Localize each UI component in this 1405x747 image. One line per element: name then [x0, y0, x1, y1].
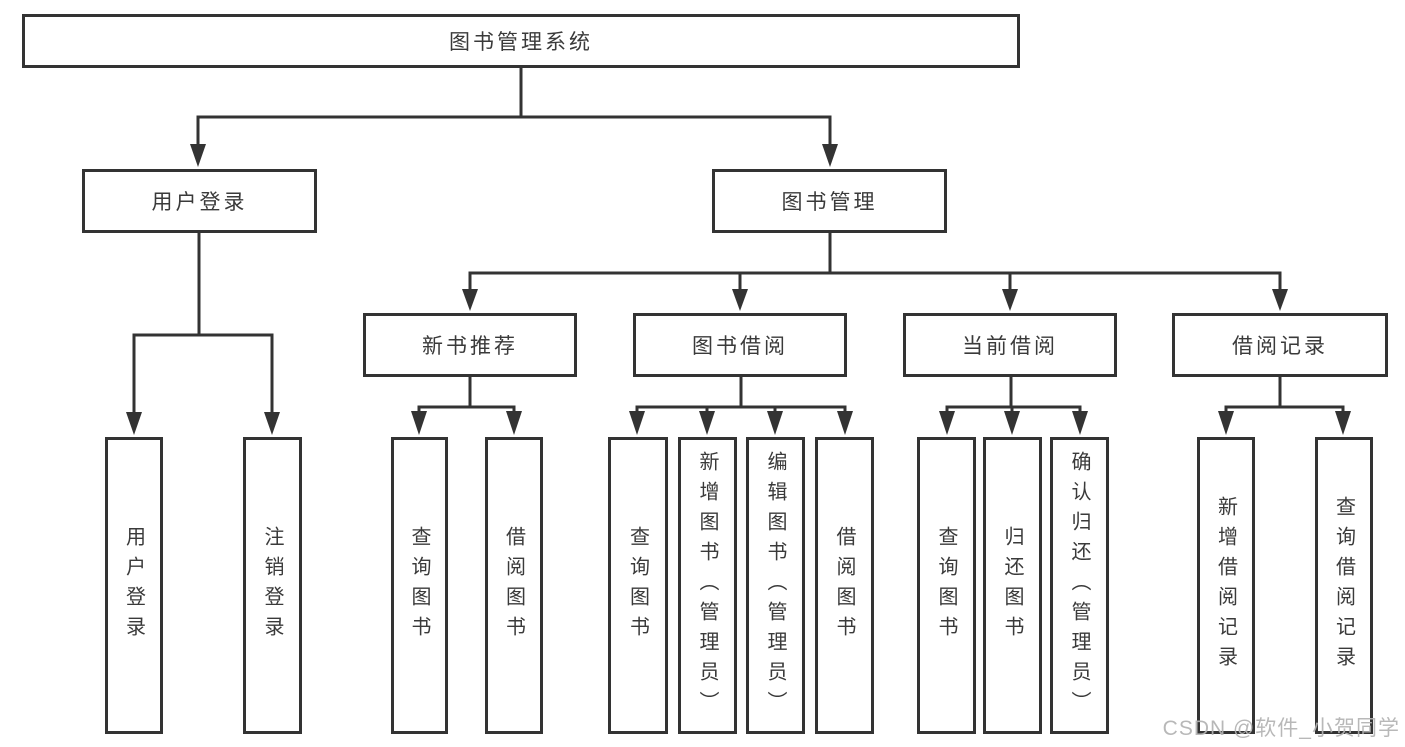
connector-user-login-to-leaves [126, 233, 280, 435]
leaf-label: 编辑图书（管理员） [764, 450, 786, 721]
leaf-borrow-books-rec: 借阅图书 [485, 437, 543, 734]
arrowhead-down [837, 411, 853, 435]
watermark-text: CSDN @软件_小贺同学 [1162, 717, 1400, 740]
connector-line [1224, 377, 1345, 412]
connector-line [945, 377, 1082, 412]
node-new-book-recommendation: 新书推荐 [363, 313, 577, 377]
leaf-label: 查询借阅记录 [1332, 495, 1355, 676]
arrowhead-down [767, 411, 783, 435]
leaf-label: 查询图书 [935, 525, 957, 646]
node-user-login: 用户登录 [82, 169, 317, 233]
node-borrowing-records: 借阅记录 [1172, 313, 1388, 377]
leaf-label: 查询图书 [626, 525, 649, 646]
leaf-label: 借阅图书 [833, 525, 855, 646]
connector-book-management-to-level3 [462, 233, 1288, 311]
arrowhead-down [939, 411, 955, 435]
connector-root-to-level2 [190, 68, 838, 167]
arrowhead-down [629, 411, 645, 435]
arrowhead-down [1002, 289, 1018, 311]
arrowhead-down [506, 411, 522, 435]
leaf-query-books-current: 查询图书 [917, 437, 976, 734]
connector-borrow-records-to-leaves [1218, 377, 1351, 435]
leaf-confirm-return-admin: 确认归还（管理员） [1050, 437, 1109, 734]
leaf-label: 确认归还（管理员） [1068, 450, 1090, 721]
leaf-return-books: 归还图书 [983, 437, 1042, 734]
leaf-label: 新增图书（管理员） [696, 450, 718, 721]
node-book-borrowing: 图书借阅 [633, 313, 847, 377]
leaf-label: 查询图书 [408, 525, 430, 646]
leaf-add-borrow-record: 新增借阅记录 [1197, 437, 1255, 734]
arrowhead-down [264, 412, 280, 435]
arrowhead-down [126, 412, 142, 435]
leaf-borrow-books: 借阅图书 [815, 437, 874, 734]
connector-line [417, 377, 516, 412]
node-book-management: 图书管理 [712, 169, 947, 233]
arrowhead-down [1072, 411, 1088, 435]
node-current-borrowing: 当前借阅 [903, 313, 1117, 377]
leaf-label: 归还图书 [1001, 525, 1023, 646]
leaf-query-books-borrow: 查询图书 [608, 437, 668, 734]
connector-line [468, 233, 1282, 290]
arrowhead-down [462, 289, 478, 311]
connector-line [635, 377, 847, 412]
arrowhead-down [1218, 411, 1234, 435]
leaf-label: 注销登录 [261, 525, 283, 646]
connector-current-borrow-to-leaves [939, 377, 1088, 435]
arrowhead-down [822, 144, 838, 167]
connector-book-borrow-to-leaves [629, 377, 853, 435]
arrowhead-down [732, 289, 748, 311]
connector-line [196, 68, 832, 145]
leaf-logout: 注销登录 [243, 437, 302, 734]
leaf-add-books-admin: 新增图书（管理员） [678, 437, 737, 734]
arrowhead-down [190, 144, 206, 167]
arrowhead-down [1004, 411, 1020, 435]
leaf-label: 用户登录 [122, 525, 145, 646]
leaf-query-books-rec: 查询图书 [391, 437, 448, 734]
connector-line [132, 233, 274, 413]
arrowhead-down [1335, 411, 1351, 435]
arrowhead-down [1272, 289, 1288, 311]
leaf-edit-books-admin: 编辑图书（管理员） [746, 437, 805, 734]
leaf-user-login: 用户登录 [105, 437, 163, 734]
arrowhead-down [411, 411, 427, 435]
arrowhead-down [699, 411, 715, 435]
leaf-query-borrow-record: 查询借阅记录 [1315, 437, 1373, 734]
connector-new-book-rec-to-leaves [411, 377, 522, 435]
leaf-label: 借阅图书 [502, 525, 525, 646]
leaf-label: 新增借阅记录 [1214, 495, 1237, 676]
node-library-management-system: 图书管理系统 [22, 14, 1020, 68]
